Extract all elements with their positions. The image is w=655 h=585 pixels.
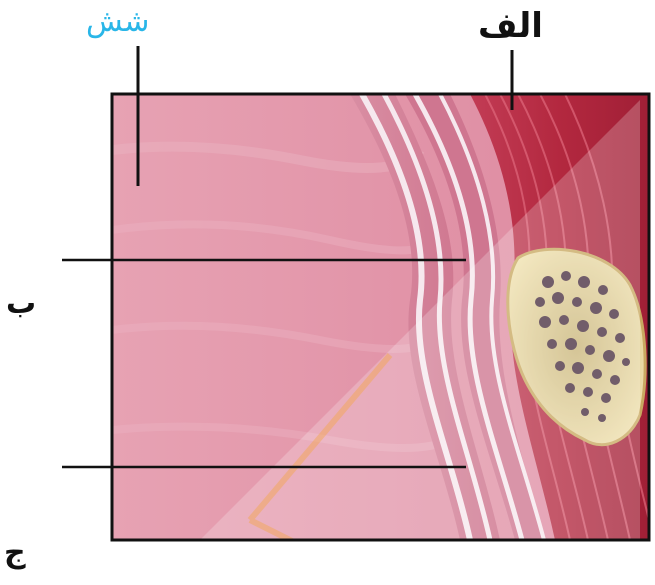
label-jim: ج [4,535,26,570]
label-be: ب [6,286,36,321]
tissue-illustration [112,94,649,545]
label-lung: شش [86,4,149,39]
label-alef: الف [478,6,543,46]
